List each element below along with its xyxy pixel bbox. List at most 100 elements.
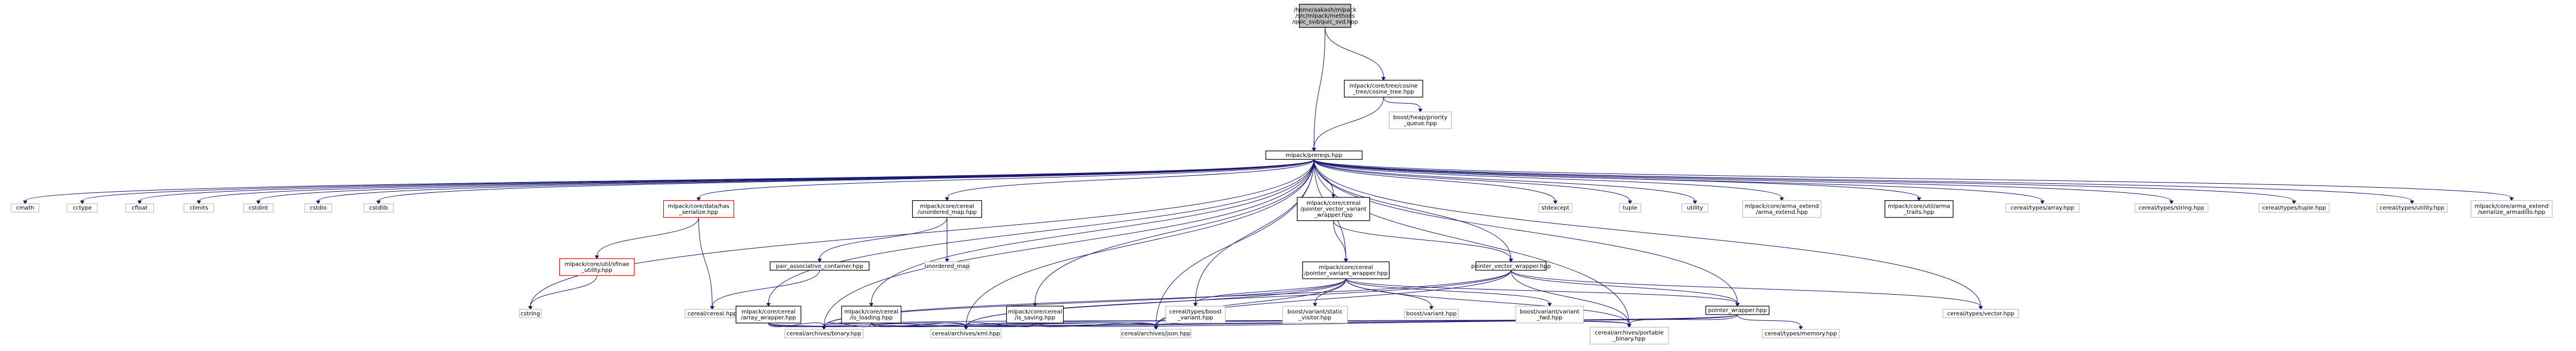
node-binary-hpp[interactable]: cereal/archives/binary.hpp — [784, 329, 864, 338]
node-root[interactable]: /home/aakash/mlpack/src/mlpack/methods/q… — [1292, 3, 1358, 28]
edge-arrowhead — [1343, 258, 1349, 263]
edge-arrowhead — [1313, 303, 1317, 307]
edge-prereqs-to-ct-boost-variant — [1193, 159, 1314, 307]
node-xml-hpp[interactable]: cereal/archives/xml.hpp — [930, 329, 1002, 338]
node-box — [1297, 197, 1370, 221]
edge-prereqs-to-json-hpp — [1154, 159, 1314, 330]
node-pair-assoc[interactable]: pair_associative_container.hpp — [769, 261, 870, 271]
node-ptr-vec-wrap[interactable]: pointer_vector_wrapper.hpp — [1471, 261, 1551, 271]
node-variant-fwd[interactable]: boost/variant/variant_fwd.hpp — [1515, 305, 1584, 324]
node-boost-heap[interactable]: boost/heap/priority_queue.hpp — [1388, 112, 1452, 129]
node-label: pointer_vector_wrapper.hpp — [1471, 263, 1551, 270]
edge-arrowhead — [1978, 306, 1983, 310]
node-label: _wrapper.hpp — [1314, 212, 1353, 218]
edge-arrowhead — [23, 200, 28, 205]
node-box — [519, 309, 542, 319]
node-arma-traits[interactable]: mlpack/core/util/arma_traits.hpp — [1884, 200, 1954, 218]
node-variant-hpp[interactable]: boost/variant.hpp — [1404, 309, 1459, 319]
node-cstdint[interactable]: cstdint — [243, 203, 274, 213]
node-string[interactable]: cstring — [519, 309, 542, 319]
edge-unordered-map-hpp-to-pair-assoc — [817, 217, 948, 263]
node-label: _utility.hpp — [581, 267, 612, 274]
edge-line — [1510, 270, 1630, 325]
node-box — [363, 203, 394, 213]
node-ct-boost-variant[interactable]: cereal/types/boost_variant.hpp — [1165, 305, 1226, 324]
edge-prereqs-to-serialize-armadillo — [1313, 159, 2514, 201]
node-ptr-var-wrap[interactable]: mlpack/core/cereal/pointer_variant_wrapp… — [1302, 261, 1390, 279]
node-label: pair_associative_container.hpp — [776, 263, 863, 270]
node-serialize-armadillo[interactable]: mlpack/core/arma_extend/serialize_armadi… — [2470, 200, 2553, 218]
node-label: cctype — [73, 205, 91, 212]
node-portable-binary[interactable]: cereal/archives/portable_binary.hpp — [1589, 327, 1669, 345]
node-arma-extend[interactable]: mlpack/core/arma_extend/arma_extend.hpp — [1742, 200, 1822, 218]
node-json-hpp[interactable]: cereal/archives/json.hpp — [1120, 329, 1192, 338]
edge-line — [871, 322, 1156, 327]
node-cctype[interactable]: cctype — [66, 203, 98, 213]
node-label: _binary.hpp — [1612, 336, 1645, 342]
edge-arrowhead — [822, 326, 826, 330]
edge-arrowhead — [944, 258, 950, 263]
node-array-wrapper[interactable]: mlpack/core/cereal/array_wrapper.hpp — [735, 305, 802, 324]
node-utility[interactable]: utility — [1682, 203, 1709, 213]
node-label: _tree/cosine_tree.hpp — [1352, 89, 1414, 95]
edge-line — [698, 217, 713, 307]
edge-line — [768, 159, 1314, 304]
edge-is-saving-to-xml-hpp — [963, 322, 1035, 330]
node-ct-utility[interactable]: cereal/types/utility.hpp — [2376, 203, 2448, 213]
edge-line — [24, 159, 1314, 201]
node-tuple[interactable]: tuple — [1618, 203, 1642, 213]
edge-line — [823, 322, 1035, 327]
edge-line — [1313, 159, 1512, 259]
edge-arrowhead — [1312, 147, 1317, 152]
node-unordered-map-hpp[interactable]: mlpack/core/cereal/unordered_map.hpp — [912, 200, 983, 218]
edge-is-saving-to-binary-hpp — [822, 322, 1035, 330]
edge-prereqs-to-array-wrapper — [766, 159, 1314, 307]
node-cfloat[interactable]: cfloat — [125, 203, 155, 213]
node-stdexcept[interactable]: stdexcept — [1538, 203, 1573, 213]
node-label: cstdio — [310, 205, 327, 212]
node-is-loading[interactable]: mlpack/core/cereal/is_loading.hpp — [841, 305, 902, 324]
edge-arrowhead — [1547, 303, 1552, 307]
edge-arrowhead — [1735, 303, 1740, 307]
node-box — [1302, 261, 1390, 279]
node-prereqs[interactable]: mlpack/prereqs.hpp — [1265, 150, 1363, 160]
edge-has-serialize-to-sfinae-utility — [594, 217, 699, 259]
edge-line — [947, 159, 1314, 198]
node-pointer-wrapper[interactable]: pointer_wrapper.hpp — [1705, 305, 1770, 315]
edge-line — [768, 322, 825, 327]
node-cmath[interactable]: cmath — [11, 203, 40, 213]
edge-has-serialize-to-cereal-hpp — [698, 217, 715, 310]
node-unordered-map[interactable]: unordered_map — [924, 261, 970, 271]
node-cosine-tree[interactable]: mlpack/core/tree/cosine_tree/cosine_tree… — [1343, 80, 1424, 98]
node-climits[interactable]: climits — [184, 203, 214, 213]
edge-line — [1510, 270, 1981, 307]
node-cereal-hpp[interactable]: cereal/cereal.hpp — [685, 309, 740, 319]
edge-arrowhead — [2509, 197, 2514, 201]
node-is-saving[interactable]: mlpack/core/cereal/is_saving.hpp — [1006, 305, 1064, 324]
edge-line — [1313, 159, 1556, 201]
edge-line — [378, 159, 1314, 201]
edge-prereqs-to-cfloat — [137, 159, 1314, 205]
edge-line — [1313, 159, 1630, 201]
edge-ptr-vec-var-wrap-to-ptr-vec-wrap — [1333, 220, 1513, 263]
node-box — [924, 261, 970, 271]
node-ct-memory[interactable]: cereal/types/memory.hpp — [1762, 329, 1840, 338]
node-sfinae-utility[interactable]: mlpack/core/util/sfinae_utility.hpp — [559, 258, 635, 276]
node-ct-vector[interactable]: cereal/types/vector.hpp — [1942, 309, 2019, 319]
node-static-visitor[interactable]: boost/variant/static_visitor.hpp — [1282, 305, 1348, 324]
node-label: cereal/archives/xml.hpp — [932, 331, 1000, 337]
edge-arrowhead — [1331, 194, 1336, 198]
node-cstdio[interactable]: cstdio — [304, 203, 332, 213]
node-box — [769, 261, 870, 271]
node-ct-tuple[interactable]: cereal/types/tuple.hpp — [2258, 203, 2330, 213]
node-cstdlib[interactable]: cstdlib — [363, 203, 394, 213]
edge-line — [1034, 320, 1630, 327]
node-label: /array_wrapper.hpp — [741, 315, 796, 321]
node-ptr-vec-var-wrap[interactable]: mlpack/core/cereal/pointer_vector_varian… — [1297, 197, 1370, 221]
edge-ptr-vec-wrap-to-ct-vector — [1510, 270, 1983, 310]
edge-line — [198, 159, 1314, 201]
node-ct-string[interactable]: cereal/types/string.hpp — [2134, 203, 2209, 213]
node-label: /arma_extend.hpp — [1756, 209, 1808, 216]
node-ct-array[interactable]: cereal/types/array.hpp — [2005, 203, 2080, 213]
node-has-serialize[interactable]: mlpack/core/data/has_serialize.hpp — [663, 200, 734, 218]
